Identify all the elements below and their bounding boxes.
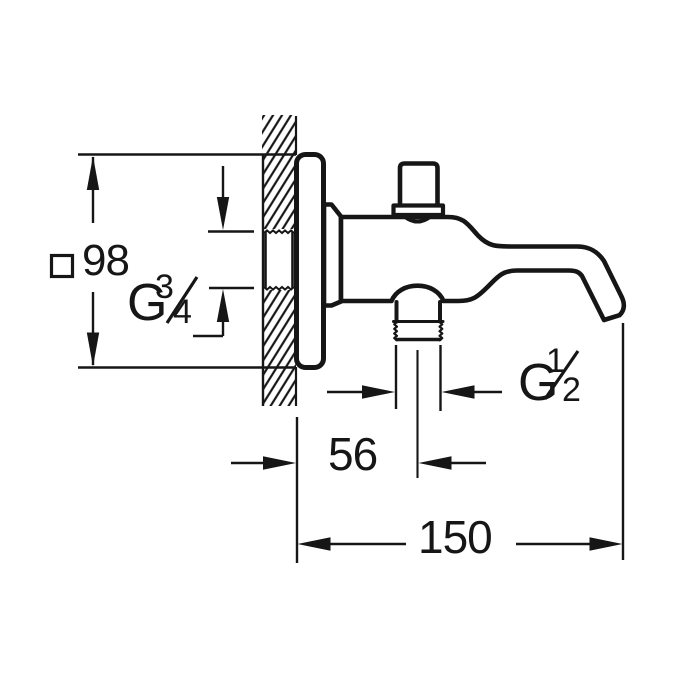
- g12-label-numerator: 1: [546, 342, 565, 380]
- dim-56: 56: [231, 417, 486, 563]
- diverter-knob-flange: [391, 203, 446, 218]
- dim-150-arrowhead-right: [589, 537, 623, 551]
- g34-label-denominator: 4: [173, 293, 192, 331]
- arrowhead-up: [86, 156, 100, 190]
- bottom-outlet: [392, 300, 445, 342]
- faucet-body: [294, 152, 627, 370]
- g34-label-G: G: [127, 274, 167, 332]
- dim-plate-98: 98: [49, 153, 296, 369]
- g34-arrowhead-down: [216, 197, 230, 230]
- knob-stem-arc: [402, 214, 433, 224]
- thread-bottom-zigzag: [263, 285, 295, 291]
- g12-arrowhead-left: [441, 385, 475, 399]
- dim-98-label: 98: [82, 236, 129, 285]
- wall-hatch-lower: [262, 290, 296, 406]
- dim-outlet-thread-g12: G 1 2: [327, 342, 581, 412]
- g34-arrowhead-up: [216, 289, 230, 322]
- wall-hatch-upper: [262, 115, 296, 229]
- dim-150-label: 150: [418, 511, 492, 563]
- g34-fraction-slash: [165, 276, 199, 324]
- outlet-thread-right-zigzag: [438, 320, 444, 342]
- outlet-thread-left-zigzag: [393, 320, 399, 342]
- dim-56-label: 56: [328, 428, 377, 480]
- g34-label-numerator: 3: [155, 268, 174, 306]
- wall-thread-connector: [263, 229, 295, 291]
- dim-56-arrowhead-left: [418, 456, 452, 470]
- thread-top-zigzag: [263, 229, 295, 235]
- dim-150: 150: [297, 323, 625, 563]
- g12-fraction-slash: [543, 350, 580, 400]
- body-and-spout-outline: [338, 214, 627, 323]
- dim-56-arrowhead-right: [263, 456, 296, 470]
- g12-label-denominator: 2: [562, 371, 581, 409]
- dim-wall-thread-g34: G 3 4: [127, 166, 254, 338]
- g12-label-G: G: [518, 354, 558, 412]
- square-section-symbol: [49, 253, 75, 279]
- diverter-knob: [397, 161, 440, 209]
- mounting-bell: [321, 202, 344, 308]
- wall-section: [261, 115, 298, 406]
- dimensions: 98 G 3 4 G 1 2: [49, 153, 625, 563]
- arrowhead-down: [86, 332, 100, 367]
- dim-150-arrowhead-left: [297, 537, 331, 551]
- g12-arrowhead-right: [362, 385, 395, 399]
- escutcheon-plate: [294, 152, 326, 370]
